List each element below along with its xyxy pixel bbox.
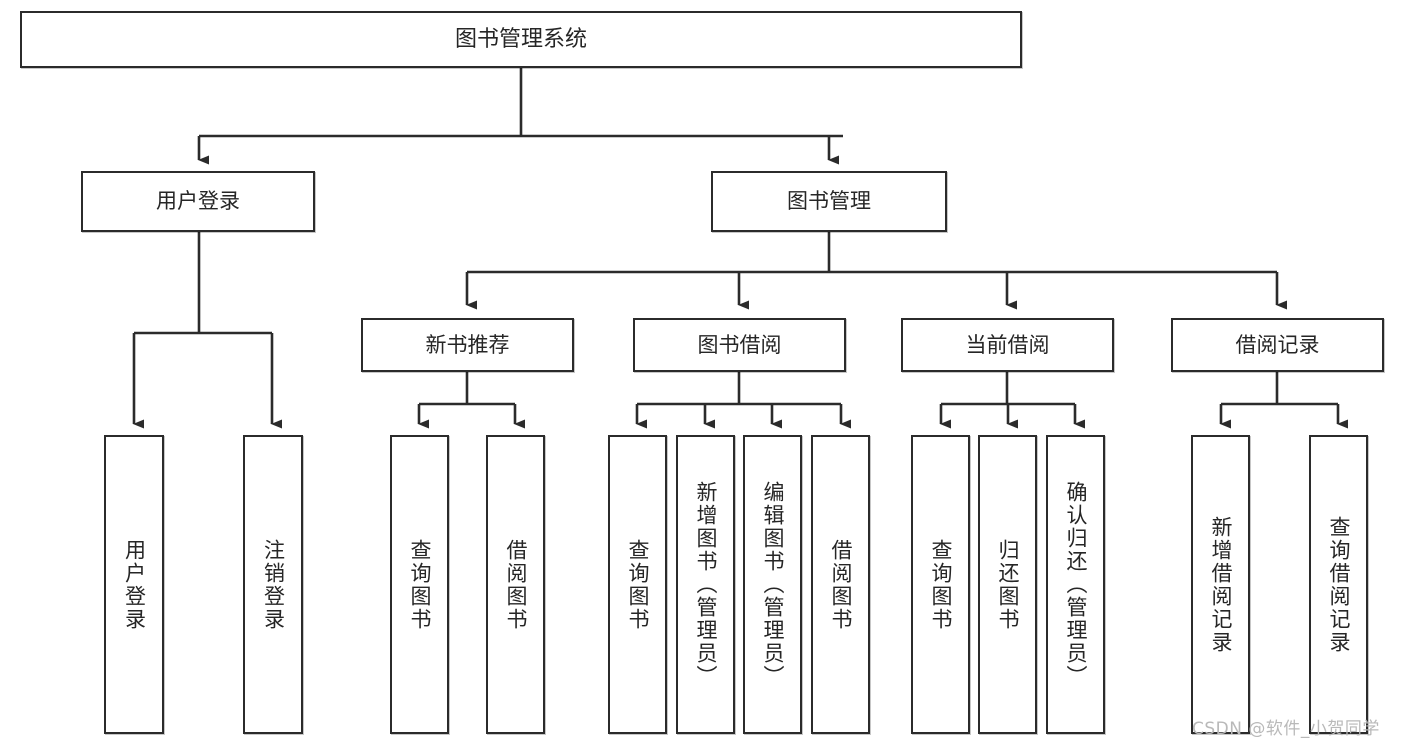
node-leaf-query-record[interactable]: 查询借阅记录: [1309, 435, 1368, 734]
node-leaf-user-login[interactable]: 用户登录: [104, 435, 164, 734]
node-leaf-query-book-2-label: 查询图书: [626, 538, 650, 631]
node-leaf-confirm-return-label: 确认归还（管理员）: [1064, 481, 1088, 688]
node-leaf-add-record[interactable]: 新增借阅记录: [1191, 435, 1250, 734]
node-new-book-recommend[interactable]: 新书推荐: [361, 318, 574, 372]
node-leaf-query-book-3[interactable]: 查询图书: [911, 435, 970, 734]
node-leaf-add-book[interactable]: 新增图书（管理员）: [676, 435, 735, 734]
node-leaf-edit-book[interactable]: 编辑图书（管理员）: [743, 435, 802, 734]
node-book-borrow-label: 图书借阅: [697, 332, 782, 357]
node-book-management-label: 图书管理: [787, 189, 871, 214]
node-leaf-query-book-1[interactable]: 查询图书: [390, 435, 449, 734]
node-book-management[interactable]: 图书管理: [711, 171, 947, 232]
node-leaf-borrow-book-1-label: 借阅图书: [504, 538, 528, 631]
node-leaf-user-logout-label: 注销登录: [261, 538, 286, 631]
node-leaf-add-record-label: 新增借阅记录: [1209, 515, 1233, 654]
node-leaf-query-record-label: 查询借阅记录: [1327, 515, 1351, 654]
node-book-borrow[interactable]: 图书借阅: [633, 318, 846, 372]
node-root-label: 图书管理系统: [454, 26, 587, 52]
node-leaf-edit-book-label: 编辑图书（管理员）: [761, 481, 785, 688]
node-leaf-user-login-label: 用户登录: [122, 538, 147, 631]
node-leaf-return-book[interactable]: 归还图书: [978, 435, 1037, 734]
node-borrow-record[interactable]: 借阅记录: [1171, 318, 1384, 372]
node-leaf-query-book-3-label: 查询图书: [929, 538, 953, 631]
node-leaf-borrow-book-1[interactable]: 借阅图书: [486, 435, 545, 734]
node-current-borrow[interactable]: 当前借阅: [901, 318, 1114, 372]
node-leaf-borrow-book-2-label: 借阅图书: [829, 538, 853, 631]
node-leaf-confirm-return[interactable]: 确认归还（管理员）: [1046, 435, 1105, 734]
node-leaf-add-book-label: 新增图书（管理员）: [694, 481, 718, 688]
node-leaf-query-book-2[interactable]: 查询图书: [608, 435, 667, 734]
node-leaf-user-logout[interactable]: 注销登录: [243, 435, 303, 734]
node-user-login-label: 用户登录: [156, 189, 240, 214]
node-new-book-recommend-label: 新书推荐: [425, 332, 510, 357]
watermark-text: CSDN @软件_小贺同学: [1192, 719, 1380, 739]
node-root[interactable]: 图书管理系统: [20, 11, 1022, 68]
node-leaf-return-book-label: 归还图书: [996, 538, 1020, 631]
node-user-login[interactable]: 用户登录: [81, 171, 315, 232]
node-leaf-query-book-1-label: 查询图书: [408, 538, 432, 631]
node-borrow-record-label: 借阅记录: [1235, 332, 1320, 357]
node-leaf-borrow-book-2[interactable]: 借阅图书: [811, 435, 870, 734]
node-current-borrow-label: 当前借阅: [965, 332, 1050, 357]
